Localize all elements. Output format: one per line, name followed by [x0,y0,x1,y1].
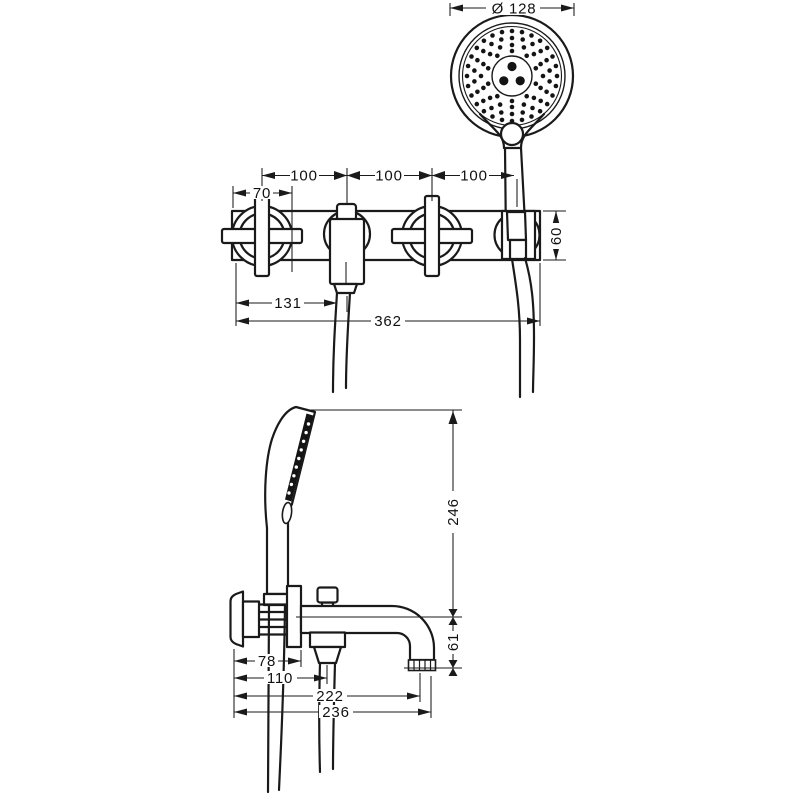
spray-nozzle-dots [464,28,560,124]
spray-face-dots [287,422,311,495]
hose-outlet-taper [312,645,343,665]
cross-handle-side-cap [229,590,245,648]
valve-stem-side [257,603,290,636]
hose-right-a [510,257,522,399]
dim-bar-height: 60 [548,227,565,245]
front-view: Ø 128 100 100 100 70 [220,1,575,399]
diverter-knob-side [316,586,339,604]
aerator [407,659,437,672]
dim-handle-projection: 78 [258,653,276,670]
side-dimensions: 246 61 78 110 [233,409,462,721]
spout-body-front [328,217,366,286]
dim-handshower-height: 246 [445,498,462,525]
bath-spout-side [299,604,436,662]
cross-handle-right [390,194,474,278]
hose-right-b [523,256,536,394]
dim-head-diameter: Ø 128 [492,1,537,18]
dim-pitch-2: 100 [375,168,402,185]
side-view: 246 61 78 110 [229,405,462,794]
hose-left-b [344,291,352,390]
cross-handle-side-hub [241,600,261,639]
dim-spout-reach: 222 [316,688,343,705]
hand-shower-front [449,13,575,243]
diverter-knob-front [335,202,358,222]
hand-shower-side [264,405,317,596]
dim-total-projection: 236 [322,704,349,721]
handle-notch [281,501,293,525]
dim-spout-offset: 131 [274,295,301,312]
front-dimensions: Ø 128 100 100 100 70 [232,1,575,330]
dim-pitch-3: 100 [460,168,487,185]
hose-left-a [331,291,339,394]
cross-handle-left [220,194,304,278]
spout-unit-front [322,202,372,394]
holder-clamp-side [262,592,290,607]
select-button [499,121,525,147]
center-jet-ring [491,55,533,97]
hose-outlet-flange [308,631,347,649]
dim-outlet-projection: 110 [267,670,293,687]
dim-bar-length: 362 [374,313,401,330]
dim-spout-drop: 61 [445,633,462,651]
side-hose-outlet-b [331,661,337,771]
dim-escutcheon: 70 [253,185,271,202]
side-hose-shower-a [266,603,271,794]
hose-nut-front [332,282,359,295]
shower-holder-front [493,209,541,399]
dim-pitch-1: 100 [290,168,317,185]
side-hose-shower-b [277,603,287,792]
side-hose-outlet-a [318,661,322,774]
